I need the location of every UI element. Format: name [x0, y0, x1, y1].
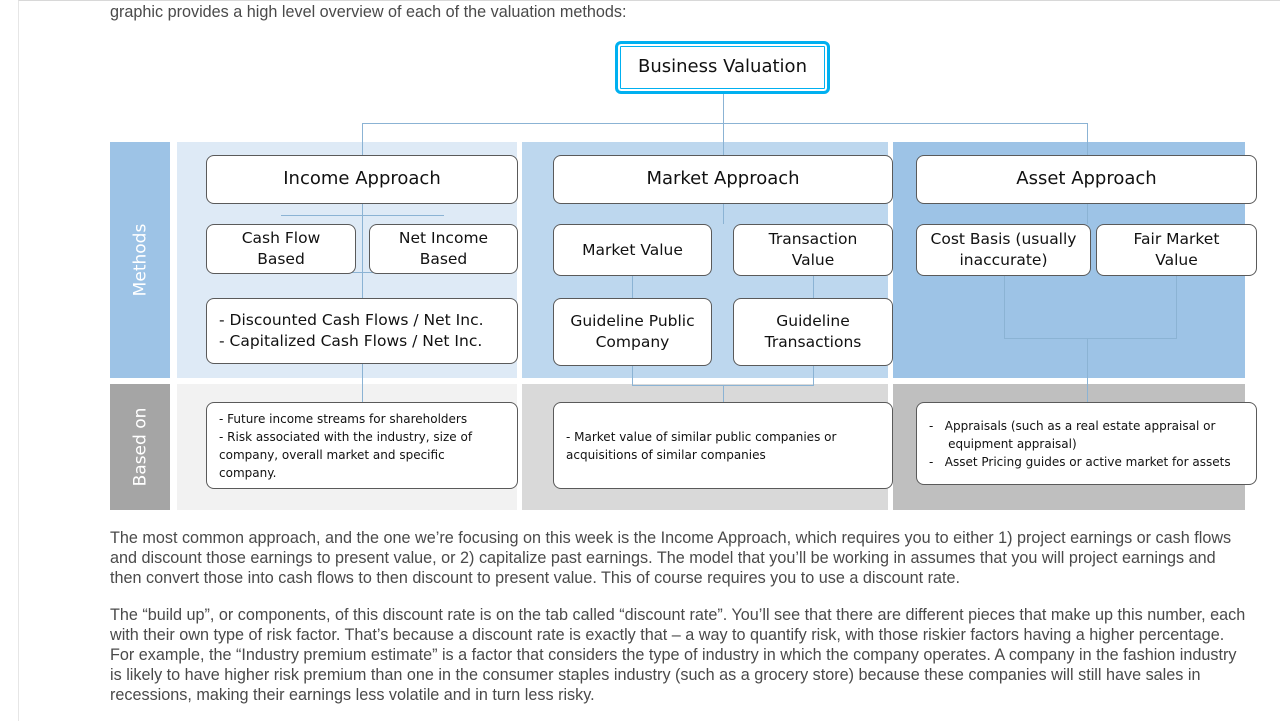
connector-line [362, 123, 1088, 124]
connector-line [281, 272, 444, 273]
connector-line [1087, 204, 1088, 224]
market-value-box: Market Value [553, 224, 712, 276]
guideline-transactions-box: Guideline Transactions [733, 298, 893, 366]
income-methods-detail-box: - Discounted Cash Flows / Net Inc. - Cap… [206, 298, 518, 364]
cash-flow-based-box: Cash Flow Based [206, 224, 356, 274]
paragraph-income-approach: The most common approach, and the one we… [110, 529, 1232, 587]
paragraph-discount-rate: The “build up”, or components, of this d… [110, 606, 1246, 704]
connector-line [1087, 123, 1088, 155]
methods-label-bg [110, 142, 170, 378]
connector-line [1176, 275, 1177, 339]
based-on-label-bg [110, 384, 170, 510]
connector-line [362, 123, 363, 155]
connector-line [723, 385, 724, 403]
intro-text: graphic provides a high level overview o… [110, 3, 627, 21]
connector-line [281, 215, 444, 216]
fair-market-value-box: Fair Market Value [1096, 224, 1257, 276]
connector-line [362, 204, 363, 299]
connector-line [362, 363, 363, 403]
business-valuation-box: Business Valuation [615, 41, 830, 94]
connector-line [723, 204, 724, 224]
document-page: graphic provides a high level overview o… [18, 0, 1280, 721]
market-approach-box: Market Approach [553, 155, 893, 204]
business-valuation-diagram: Methods Based on Business Valuation Inco… [110, 39, 1257, 513]
connector-line [723, 94, 724, 124]
based-on-row-label: Based on [130, 407, 150, 487]
connector-line [1004, 275, 1005, 339]
transaction-value-box: Transaction Value [733, 224, 893, 276]
guideline-public-company-box: Guideline Public Company [553, 298, 712, 366]
connector-line [1004, 338, 1177, 339]
income-approach-box: Income Approach [206, 155, 518, 204]
market-based-on-box: - Market value of similar public compani… [553, 402, 893, 489]
net-income-based-box: Net Income Based [369, 224, 518, 274]
methods-row-label: Methods [130, 223, 150, 297]
income-based-on-box: - Future income streams for shareholders… [206, 402, 518, 489]
connector-line [723, 123, 724, 155]
asset-based-on-box: - Appraisals (such as a real estate appr… [916, 402, 1257, 485]
asset-approach-box: Asset Approach [916, 155, 1257, 204]
connector-line [1087, 338, 1088, 403]
cost-basis-box: Cost Basis (usually inaccurate) [916, 224, 1091, 276]
